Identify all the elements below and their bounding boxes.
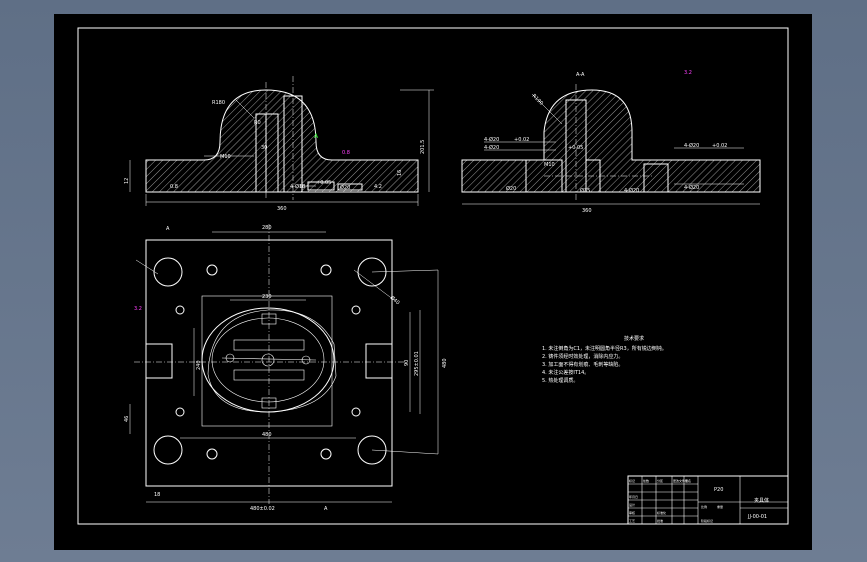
title-cell-4: 签名: [685, 478, 691, 483]
technical-drawing: R180 R0 30 201.5 360 12 16 4-Ø18 +0.05 Ø…: [77, 27, 789, 525]
title-cell-12: 重量: [717, 504, 723, 509]
drawing-border: [77, 27, 789, 525]
title-cell-7: 审核: [629, 510, 635, 515]
front-dim-base-right: 16: [397, 170, 403, 176]
front-dim-depth: 30: [261, 145, 267, 151]
front-dim-small2: 4.2: [374, 184, 382, 190]
front-dim-radius: R180: [212, 100, 225, 106]
title-cell-3: 更改文件号: [673, 478, 688, 483]
front-dim-small-r: R0: [254, 120, 261, 126]
front-roughness-mark: 0.8: [342, 150, 350, 156]
plan-view-large-holes: [153, 257, 387, 465]
front-dim-hole: 4-Ø18: [290, 183, 305, 190]
plan-dim-inner: 230: [262, 294, 272, 300]
front-dim-m10: M10: [220, 154, 231, 160]
front-dim-height: 201.5: [420, 140, 426, 154]
section-dim-hole-c: 4-Ø20: [624, 187, 639, 194]
section-dim-hole-r: 4-Ø20: [684, 142, 699, 149]
plan-dim-top: 280: [262, 225, 272, 231]
section-dim-bore: Ø20: [506, 185, 516, 192]
section-view: A-A R190 4-Ø20 4-Ø20 +0.02 +0.05 M10 Ø35…: [461, 72, 761, 214]
plan-section-a-bottom: A: [324, 506, 328, 512]
plan-view-small-holes: [175, 264, 361, 460]
top-right-roughness-mark: 3.2: [684, 70, 692, 76]
section-dim-tol2: +0.05: [568, 145, 583, 151]
title-cell-10: 批准: [657, 518, 663, 523]
plan-dim-vert2: 480: [442, 358, 448, 368]
title-cell-13: 阶段标记: [701, 518, 713, 523]
plan-dim-vert4: 295±0.01: [414, 351, 420, 376]
section-dim-tol1: +0.02: [514, 137, 529, 143]
title-cell-9: 标准化: [657, 510, 666, 515]
plan-section-a-top: A: [166, 226, 170, 232]
front-dim-bottom-mark: 0.8: [170, 184, 178, 190]
plan-roughness-left: 3.2: [134, 306, 142, 312]
plan-dim-vert1: 240: [196, 360, 202, 370]
front-view: R180 R0 30 201.5 360 12 16 4-Ø18 +0.05 Ø…: [124, 76, 434, 212]
drawing-sheet: R180 R0 30 201.5 360 12 16 4-Ø18 +0.05 Ø…: [54, 14, 812, 550]
section-view-label: A-A: [576, 72, 585, 78]
plan-view-pocket: [201, 295, 333, 427]
notes-line-5: 5. 热处理调质。: [542, 377, 578, 384]
plan-dim-hole-dia: Ø40: [389, 294, 401, 306]
title-part-name: 夹具体: [754, 497, 769, 504]
section-dim-d35: Ø35: [580, 187, 590, 194]
title-cell-8: 工艺: [629, 518, 635, 523]
front-dim-plate: Ø20: [340, 184, 350, 191]
front-dim-base-left: 12: [124, 178, 130, 184]
title-cell-11: 比例: [701, 504, 707, 509]
plan-dim-vert3: 90: [404, 360, 410, 366]
section-dim-tol-r: +0.02: [712, 143, 727, 149]
title-cell-5: 年月日: [629, 494, 638, 499]
title-drawing-no: JJ-00-01: [747, 514, 767, 520]
title-part-code: P20: [714, 487, 723, 493]
notes-line-4: 4. 未注公差按IT14。: [542, 369, 589, 376]
notes-line-1: 1. 未注倒角为C1，未注明圆角半径R3，所有锐边倒钝。: [542, 345, 667, 352]
section-dim-r1: R190: [531, 93, 544, 106]
notes-line-2: 2. 铸件须经时效处理，消除内应力。: [542, 353, 623, 360]
plan-dim-overall: 480±0.02: [250, 506, 275, 512]
title-cell-1: 处数: [643, 478, 649, 483]
plan-dim-left-v2: 18: [154, 492, 160, 498]
front-dim-width: 360: [277, 206, 287, 212]
section-dim-m10: M10: [544, 162, 555, 168]
section-dim-hole-l2: 4-Ø20: [484, 144, 499, 151]
front-datum-mark: A: [314, 133, 319, 140]
title-cell-6: 设计: [629, 502, 635, 507]
notes-title: 技术要求: [624, 335, 644, 342]
plan-view: A A 280 230 480 480±0.02 240 480 90 295±…: [124, 224, 448, 512]
plan-dim-bottom: 480: [262, 432, 272, 438]
title-cell-0: 标记: [629, 478, 635, 483]
front-dim-tol: +0.05: [316, 180, 331, 186]
front-view-body: [145, 89, 419, 193]
title-cell-2: 分区: [657, 478, 663, 483]
notes-line-3: 3. 加工面不得有划痕、毛刺等缺陷。: [542, 361, 623, 368]
section-dim-width: 360: [582, 208, 592, 214]
section-dim-hole-l: 4-Ø20: [484, 136, 499, 143]
title-block: P20 夹具体 JJ-00-01 标记 处数 分区 更改文件号 签名 年月日 设…: [627, 475, 789, 525]
plan-dim-left-v: 46: [124, 416, 130, 422]
section-view-body: [461, 89, 761, 193]
technical-notes: 技术要求 1. 未注倒角为C1，未注明圆角半径R3，所有锐边倒钝。 2. 铸件须…: [542, 335, 667, 384]
section-dim-hole-r2: 4-Ø20: [684, 184, 699, 191]
